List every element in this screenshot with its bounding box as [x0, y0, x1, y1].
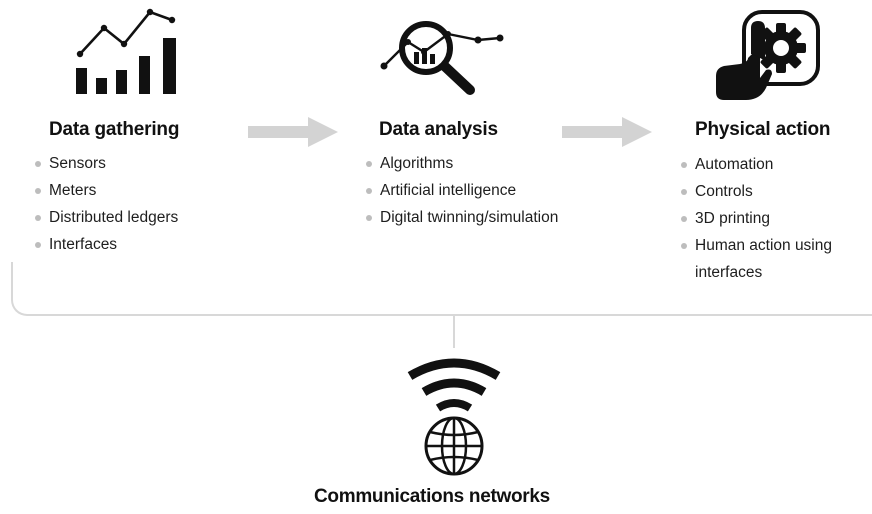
stage-title: Data gathering: [49, 119, 180, 140]
bullet-icon: [366, 215, 372, 221]
network-label: Communications networks: [314, 486, 550, 507]
flow-arrow-icon: [248, 117, 338, 147]
list-item: Automation: [680, 151, 832, 178]
bullet-icon: [35, 188, 41, 194]
bar-chart-trend-icon: [76, 8, 176, 94]
list-item: Algorithms: [365, 150, 558, 177]
list-item: Human action using: [680, 232, 832, 259]
stage-item-list: Algorithms Artificial intelligence Digit…: [365, 150, 558, 231]
hand-gear-touch-icon: [716, 10, 820, 100]
bullet-icon: [681, 189, 687, 195]
bullet-icon: [366, 188, 372, 194]
bullet-icon: [35, 242, 41, 248]
network-connector-line: [453, 314, 455, 348]
bullet-icon: [681, 216, 687, 222]
flow-arrow-icon: [562, 117, 652, 147]
list-item: 3D printing: [680, 205, 832, 232]
stage-title: Physical action: [695, 119, 831, 140]
bullet-icon: [681, 243, 687, 249]
bullet-icon: [35, 161, 41, 167]
wifi-globe-icon: [407, 358, 501, 476]
list-item: Digital twinning/simulation: [365, 204, 558, 231]
bullet-icon: [366, 161, 372, 167]
list-item: Controls: [680, 178, 832, 205]
list-item: Artificial intelligence: [365, 177, 558, 204]
bullet-icon: [681, 162, 687, 168]
magnifier-analysis-icon: [380, 21, 504, 95]
list-item: Distributed ledgers: [34, 204, 178, 231]
stage-item-list: Automation Controls 3D printing Human ac…: [680, 151, 832, 286]
list-item: Sensors: [34, 150, 178, 177]
list-item: Interfaces: [34, 231, 178, 258]
list-item-continuation: interfaces: [695, 264, 763, 281]
bullet-icon: [35, 215, 41, 221]
stage-item-list: Sensors Meters Distributed ledgers Inter…: [34, 150, 178, 258]
list-item: Meters: [34, 177, 178, 204]
stage-title: Data analysis: [379, 119, 498, 140]
grouping-bracket: [11, 262, 872, 316]
